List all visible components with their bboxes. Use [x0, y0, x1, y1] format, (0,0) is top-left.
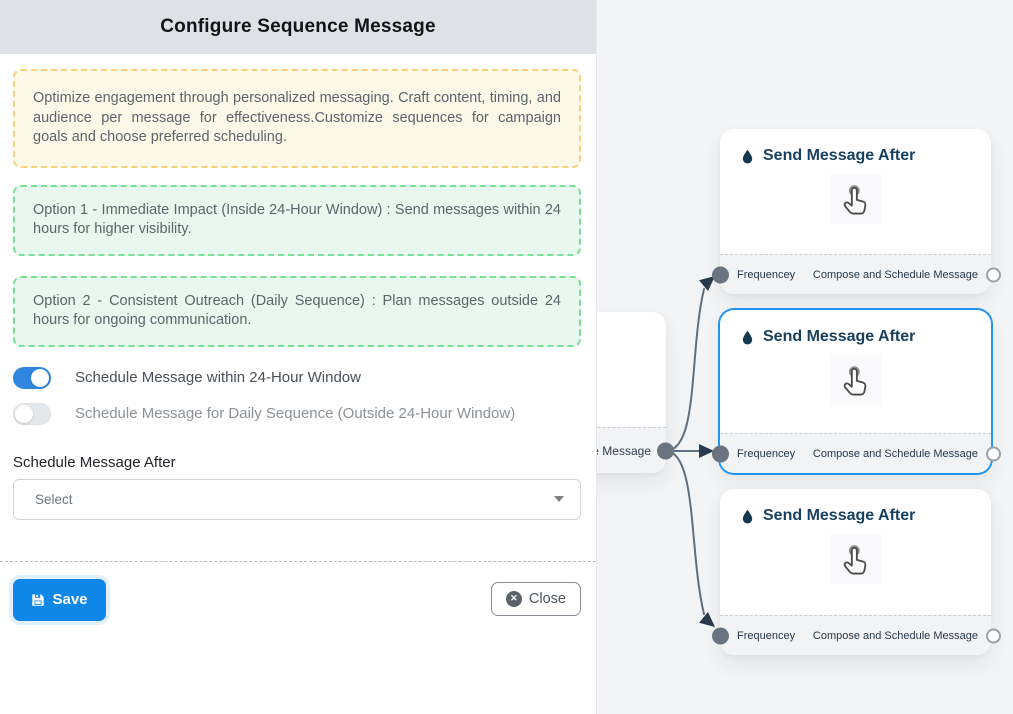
- node-footer: Frequencey Compose and Schedule Message: [712, 433, 1001, 473]
- close-button[interactable]: ✕ Close: [490, 581, 581, 616]
- source-node-footer-label[interactable]: ce Message: [597, 443, 651, 458]
- flow-edges: [665, 276, 715, 627]
- water-drop-icon: [742, 330, 753, 344]
- daily-sequence-toggle[interactable]: [13, 402, 51, 425]
- node-output-handle[interactable]: [986, 267, 1001, 282]
- floppy-disk-icon: [32, 593, 45, 606]
- node-input-handle[interactable]: [712, 445, 729, 462]
- option1-note: Option 1 - Immediate Impact (Inside 24-H…: [13, 184, 581, 256]
- configure-sequence-drawer: Configure Sequence Message Optimize enga…: [0, 0, 596, 714]
- node-footer: Frequencey Compose and Schedule Message: [712, 254, 1001, 294]
- within-24-hour-toggle-label: Schedule Message within 24-Hour Window: [75, 369, 361, 386]
- select-value: Select: [35, 491, 73, 507]
- edge-to-bottom-node: [665, 450, 705, 615]
- frequency-port-label[interactable]: Frequencey: [737, 268, 796, 281]
- node-input-handle[interactable]: [712, 266, 729, 283]
- node-header: Send Message After: [720, 489, 991, 525]
- toggle-knob: [15, 405, 33, 423]
- node-header: Send Message After: [720, 129, 991, 165]
- schedule-after-label: Schedule Message After: [13, 453, 176, 471]
- arrowhead-middle: [699, 444, 714, 458]
- node-title: Send Message After: [763, 147, 916, 164]
- within-24-hour-toggle[interactable]: [13, 366, 51, 389]
- compose-schedule-port-label[interactable]: Compose and Schedule Message: [812, 268, 978, 281]
- compose-schedule-port-label[interactable]: Compose and Schedule Message: [812, 629, 978, 642]
- edge-to-top-node: [665, 288, 705, 452]
- tap-hand-icon[interactable]: [830, 534, 881, 584]
- toggle-knob: [31, 368, 49, 387]
- node-output-handle[interactable]: [986, 628, 1001, 643]
- toggle-row-24hour: Schedule Message within 24-Hour Window: [13, 366, 581, 389]
- source-output-handle[interactable]: [657, 442, 674, 459]
- toggle-row-daily: Schedule Message for Daily Sequence (Out…: [13, 402, 581, 425]
- option2-note: Option 2 - Consistent Outreach (Daily Se…: [13, 275, 581, 347]
- drawer-footer: Save ✕ Close: [0, 560, 596, 714]
- tap-hand-icon[interactable]: [830, 355, 881, 405]
- save-button[interactable]: Save: [13, 578, 106, 621]
- send-message-after-node-2-selected[interactable]: Send Message After Frequencey Compose an…: [712, 310, 1001, 473]
- source-node-partial[interactable]: ce Message: [597, 312, 674, 473]
- compose-schedule-port-label[interactable]: Compose and Schedule Message: [812, 447, 978, 460]
- water-drop-icon: [742, 509, 753, 523]
- node-footer: Frequencey Compose and Schedule Message: [712, 615, 1001, 655]
- intro-note: Optimize engagement through personalized…: [13, 69, 581, 168]
- frequency-port-label[interactable]: Frequencey: [737, 447, 796, 460]
- water-drop-icon: [742, 149, 753, 163]
- intro-note-text: Optimize engagement through personalized…: [33, 90, 561, 145]
- caret-down-icon: [554, 496, 564, 502]
- drawer-body: Optimize engagement through personalized…: [0, 54, 596, 520]
- page-title: Configure Sequence Message: [160, 16, 436, 37]
- option2-note-text: Option 2 - Consistent Outreach (Daily Se…: [33, 292, 561, 329]
- frequency-port-label[interactable]: Frequencey: [737, 629, 796, 642]
- schedule-after-select[interactable]: Select: [13, 478, 581, 520]
- arrowhead-top: [699, 276, 715, 292]
- tap-hand-icon[interactable]: [830, 174, 881, 224]
- source-node-footer: ce Message: [597, 427, 674, 473]
- send-message-after-node-3[interactable]: Send Message After Frequencey Compose an…: [712, 489, 1001, 655]
- daily-sequence-toggle-label: Schedule Message for Daily Sequence (Out…: [75, 405, 516, 422]
- flow-canvas[interactable]: ce Message Send Message After Frequencey…: [596, 0, 1013, 714]
- node-output-handle[interactable]: [986, 446, 1001, 461]
- node-header: Send Message After: [720, 310, 991, 346]
- drawer-header: Configure Sequence Message: [0, 0, 596, 54]
- option1-note-text: Option 1 - Immediate Impact (Inside 24-H…: [33, 201, 561, 238]
- send-message-after-node-1[interactable]: Send Message After Frequencey Compose an…: [712, 129, 1001, 294]
- arrowhead-bottom: [699, 611, 715, 627]
- circle-x-icon: ✕: [505, 590, 522, 607]
- node-title: Send Message After: [763, 328, 916, 345]
- save-button-label: Save: [52, 591, 88, 608]
- schedule-after-field: Schedule Message After Select: [13, 454, 581, 520]
- node-input-handle[interactable]: [712, 627, 729, 644]
- node-title: Send Message After: [763, 507, 916, 524]
- close-button-label: Close: [528, 590, 566, 607]
